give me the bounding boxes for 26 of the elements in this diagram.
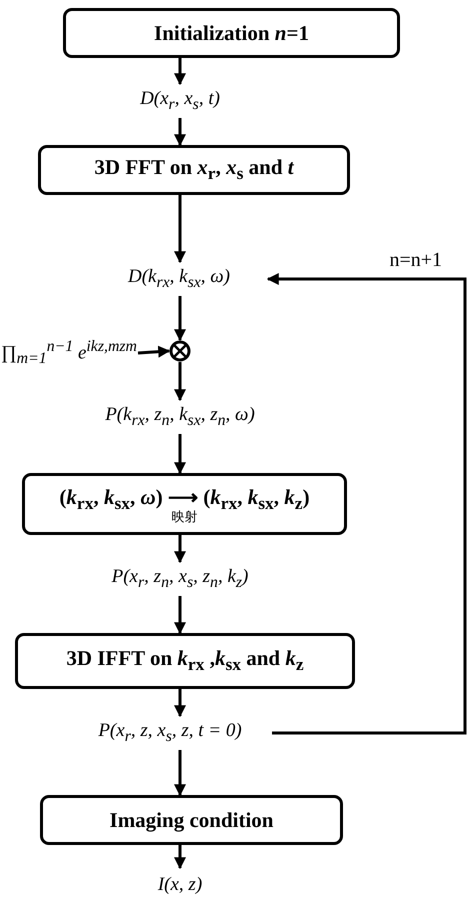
process-box: Initialization n=1 [63,8,400,58]
multiply-circle [169,340,191,362]
arrow [174,434,186,474]
arrow [174,845,186,870]
arrow [174,58,186,86]
process-box: 3D IFFT on k$_{rx}$ ,k$_{sx}$ and k$_{z}$ [15,633,355,689]
arrow [174,750,186,796]
process-box [22,473,347,535]
formula-text: D(k$_{rx}$, k$_{sx}$, ω) [90,262,268,296]
formula-text: P(x$_{r}$, z, x$_{s}$, z, t = 0) [68,716,272,750]
arrow [174,195,186,264]
process-box: 3D FFT on x$_{r}$, x$_{s}$ and t [38,145,350,195]
formula-text: I(x, z) [130,868,230,902]
arrow [138,346,170,358]
formula-text: P(x$_{r}$, z$_{n}$, x$_{s}$, z$_{n}$, k$_{z}$) [75,562,285,596]
arrow [266,273,466,734]
arrow [174,296,186,342]
formula-text: D(x$_{r}$, x$_{s}$, t) [100,84,260,118]
formula-text: ∏$_{m=1}$$^{n−1}$ e$^{ikz,mzm}$ [0,322,138,384]
formula-text: P(k$_{rx}$, z$_{n}$, k$_{sx}$, z$_{n}$, ω) [65,400,295,434]
arrow [174,118,186,146]
arrow [174,689,186,718]
arrow [174,535,186,564]
process-box: Imaging condition [40,795,343,845]
arrow [174,596,186,634]
arrow [174,362,186,402]
